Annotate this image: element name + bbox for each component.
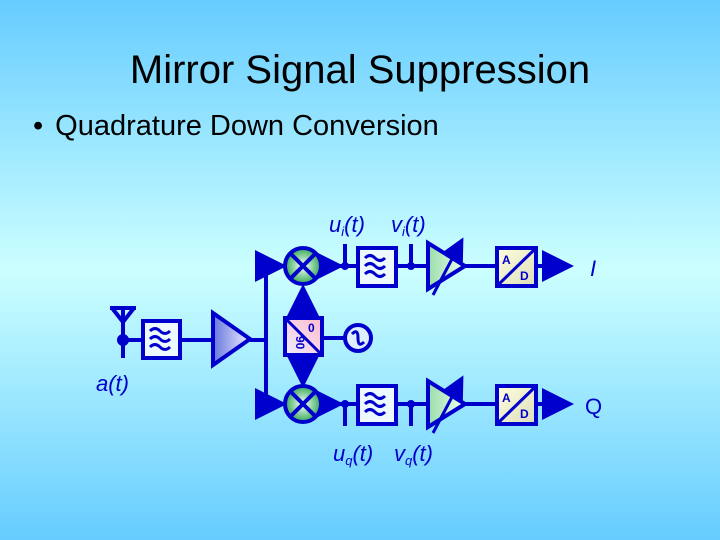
svg-text:A: A (502, 391, 511, 405)
svg-text:D: D (520, 407, 529, 421)
input-signal-label: a(t) (96, 371, 129, 396)
adc-q-icon: A D (495, 384, 538, 426)
antenna-icon (110, 306, 136, 358)
bandpass-filter-icon (141, 319, 182, 360)
variable-gain-amp-q-icon (426, 375, 469, 434)
bullet-symbol: • (33, 110, 44, 142)
mixer-q-icon (283, 384, 323, 424)
svg-text:A: A (502, 253, 511, 267)
i-output-label: I (590, 256, 596, 281)
svg-text:0: 0 (308, 321, 315, 335)
oscillator-icon (343, 323, 373, 353)
mixer-i-icon (283, 246, 323, 286)
vq-label: vq(t) (394, 441, 433, 468)
lowpass-filter-i-icon (356, 246, 398, 288)
svg-text:D: D (520, 269, 529, 283)
vi-label: vi(t) (391, 212, 426, 239)
lowpass-filter-q-icon (356, 384, 398, 426)
phase-shifter-90-icon: 0 90 (283, 316, 324, 357)
svg-text:90: 90 (293, 336, 307, 350)
adc-i-icon: A D (495, 246, 538, 288)
uq-label: uq(t) (333, 441, 373, 468)
bullet-item: • Quadrature Down Conversion (33, 110, 439, 143)
bullet-text: Quadrature Down Conversion (55, 110, 439, 142)
amplifier-icon (211, 309, 254, 369)
slide-title: Mirror Signal Suppression (129, 48, 591, 92)
ui-label: ui(t) (329, 212, 365, 239)
variable-gain-amp-i-icon (426, 237, 469, 296)
q-output-label: Q (585, 394, 602, 419)
